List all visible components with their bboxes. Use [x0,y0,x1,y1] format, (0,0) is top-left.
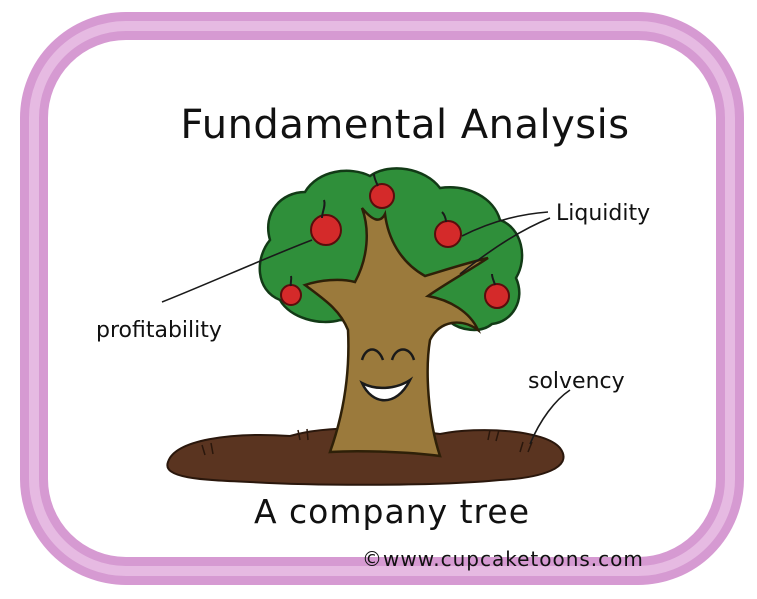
callout-lines [161,211,571,445]
soil-grass-left [201,428,309,456]
left-eye [360,348,385,361]
solvency-pointer [529,389,571,445]
caption: A company tree [254,492,530,531]
smile [359,376,414,402]
frame-border-highlight [29,21,735,576]
tree-trunk [302,207,489,458]
right-eye [390,348,416,361]
profitability-pointer [161,239,313,303]
title: Fundamental Analysis [180,102,629,148]
label-profitability: profitability [96,318,222,343]
label-liquidity: Liquidity [556,201,650,226]
tree-face [359,348,416,402]
soil [166,427,565,486]
apples [280,173,510,309]
apple [310,199,342,246]
liquidity-pointer-2 [459,217,551,275]
apple [369,173,395,209]
label-solvency: solvency [528,369,625,394]
apple [280,275,302,306]
liquidity-pointer [461,211,549,237]
apple [434,211,462,248]
soil-grass-right [487,429,533,453]
apple [484,273,510,309]
credit: ©www.cupcaketoons.com [362,547,644,571]
